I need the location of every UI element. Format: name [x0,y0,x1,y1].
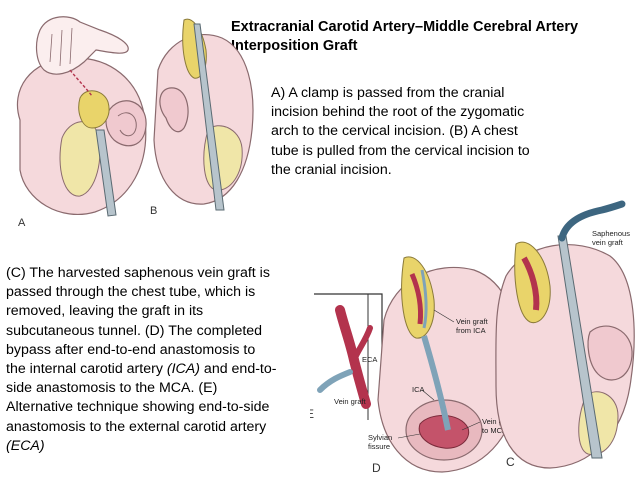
panel-c-saphenous-graft [558,200,626,242]
panel-c-ear [587,325,633,381]
title-line-1: Extracranial Carotid Artery–Middle Cereb… [231,19,579,35]
panel-b-label: B [150,205,157,217]
panel-e-illustration: ECA Vein graft E [310,293,383,421]
panel-e-label: E [310,407,314,421]
caption-cde-line-1: (C) The harvested saphenous vein graft i… [6,265,270,281]
caption-ab-line-2: incision behind the root of the zygomati… [271,104,525,121]
label-ica: ICA [412,385,425,394]
caption-cde-line-6-em: (ICA) [166,361,200,378]
panel-a-illustration: A [16,16,147,229]
caption-cde-line-3: removed, leaving the graft in its [6,303,204,320]
panel-b-illustration: B [150,18,254,217]
caption-ab-line-3: arch to the cervical incision. (B) A che… [271,123,518,140]
caption-panels-cde: (C) The harvested saphenous vein graft i… [6,264,324,456]
panel-a-label: A [18,217,26,229]
caption-cde-line-9: anastomosis to the external carotid arte… [6,418,267,435]
label-eca: ECA [362,355,377,364]
label-sylvian-2: fissure [368,442,390,451]
caption-ab-line-1: A) A clamp is passed from the cranial [271,85,505,101]
caption-cde-line-4: subcutaneous tunnel. (D) The completed [6,322,263,339]
panel-a-clamp [95,129,117,217]
panel-e-graft [317,369,353,393]
panel-d-graft [421,335,451,431]
panel-d-illustration: Vein graft from ICA ICA Vein graft to MC… [368,256,521,475]
label-vein-graft-to-mca-2: to MCA [482,426,507,435]
caption-cde-line-6-pre: the internal carotid artery [6,361,167,378]
panel-b-chest-tube [193,23,225,211]
panel-b-ear [159,87,189,133]
caption-cde-line-10: (ECA) [6,437,324,456]
caption-ab-line-4: tube is pulled from the cervical incisio… [271,142,530,159]
label-vein-graft-from-ica-1: Vein graft [456,317,489,326]
panel-d-label: D [372,461,381,475]
caption-cde-line-5: bypass after end-to-end anastomosis to [6,341,256,358]
panel-c-label: C [506,455,515,469]
label-saphenous-1: Saphenous [592,229,630,238]
caption-cde-line-7: side anastomosis to the MCA. (E) [6,380,218,397]
caption-cde-line-2: passed through the chest tube, which is [6,284,256,301]
caption-cde-line-10-em: (ECA) [6,437,45,454]
panel-a-ear [105,100,147,147]
label-vein-graft-to-mca-1: Vein graft [482,417,515,426]
caption-ab-line-5: the cranial incision. [271,161,392,178]
caption-cde-line-6-post: and end-to- [199,361,277,378]
label-saphenous-2: vein graft [592,238,624,247]
caption-cde-line-8: Alternative technique showing end-to-sid… [6,399,270,416]
label-vein-graft-e: Vein graft [334,397,367,406]
panel-c-illustration: Saphenous vein graft C [495,200,635,469]
title-line-2: Interposition Graft [231,38,358,54]
label-vein-graft-from-ica-2: from ICA [456,326,486,335]
caption-panels-ab: A) A clamp is passed from the cranial in… [271,84,601,180]
slide-title: Extracranial Carotid Artery–Middle Cereb… [231,18,631,56]
label-sylvian-1: Sylvian [368,433,392,442]
panel-a-hand [35,16,129,75]
caption-cde-line-6: the internal carotid artery (ICA) and en… [6,360,324,379]
